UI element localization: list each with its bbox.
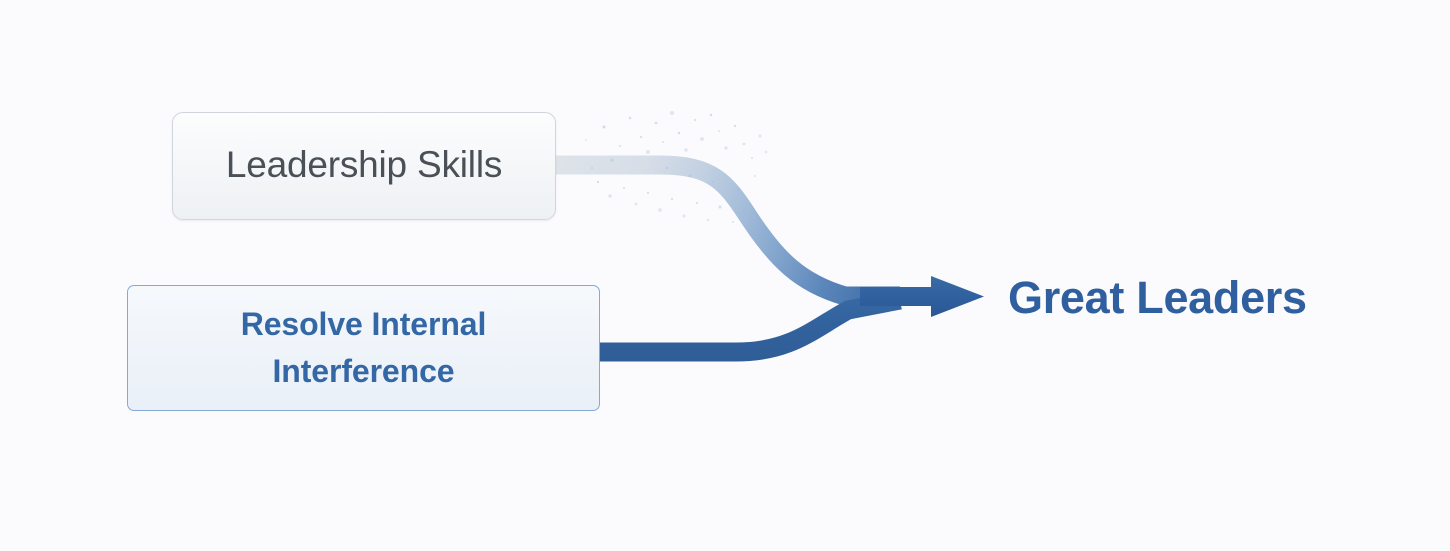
node-leadership-skills-label: Leadership Skills: [225, 143, 503, 185]
node-resolve-label-line2: Interference: [272, 353, 455, 389]
connector-from-leadership-path: [552, 155, 900, 306]
node-resolve-label-wrapper: Resolve Internal Interference: [241, 301, 487, 394]
node-resolve-label-line1: Resolve Internal: [240, 306, 487, 343]
node-leadership-skills[interactable]: Leadership Skills: [172, 112, 556, 220]
outcome-great-leaders[interactable]: Great Leaders: [1008, 266, 1307, 328]
connector-from-resolve-path: [596, 290, 902, 362]
arrow-right-icon: [860, 276, 984, 317]
dissolve-particles: [585, 111, 768, 223]
node-resolve-internal-interference[interactable]: Resolve Internal Interference: [127, 285, 600, 411]
outcome-great-leaders-label: Great Leaders: [1008, 271, 1307, 323]
